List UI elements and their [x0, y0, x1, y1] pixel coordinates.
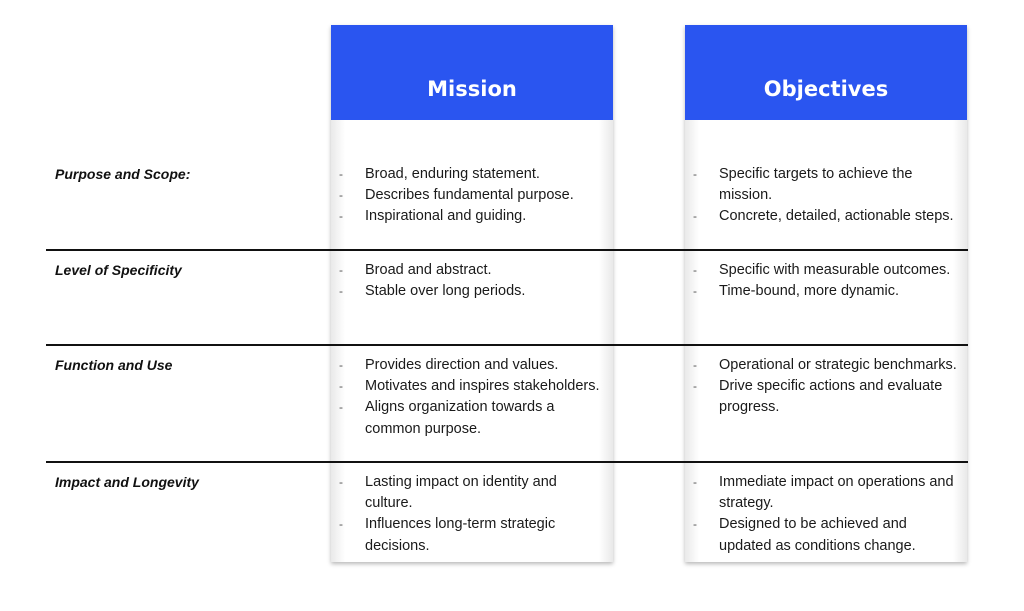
row-divider [46, 249, 968, 251]
objectives-function-list: Operational or strategic benchmarks. Dri… [685, 355, 959, 419]
list-item: Time-bound, more dynamic. [685, 281, 959, 302]
list-item: Concrete, detailed, actionable steps. [685, 206, 959, 227]
row-divider [46, 461, 968, 463]
list-item: Inspirational and guiding. [331, 206, 601, 227]
list-item: Influences long-term strategic decisions… [331, 514, 601, 556]
mission-specificity-list: Broad and abstract. Stable over long per… [331, 260, 601, 303]
list-item: Stable over long periods. [331, 281, 601, 302]
list-item: Lasting impact on identity and culture. [331, 472, 601, 514]
list-item: Specific targets to achieve the mission. [685, 164, 959, 206]
row-label-function-use: Function and Use [55, 357, 173, 373]
row-divider [46, 344, 968, 346]
list-item: Broad and abstract. [331, 260, 601, 281]
row-label-impact-longevity: Impact and Longevity [55, 474, 199, 490]
objectives-purpose-list: Specific targets to achieve the mission.… [685, 164, 959, 228]
objectives-impact-list: Immediate impact on operations and strat… [685, 472, 959, 557]
list-item: Drive specific actions and evaluate prog… [685, 376, 959, 418]
list-item: Broad, enduring statement. [331, 164, 601, 185]
list-item: Operational or strategic benchmarks. [685, 355, 959, 376]
mission-header: Mission [331, 25, 613, 120]
list-item: Describes fundamental purpose. [331, 185, 601, 206]
objectives-header: Objectives [685, 25, 967, 120]
mission-impact-list: Lasting impact on identity and culture. … [331, 472, 601, 557]
mission-function-list: Provides direction and values. Motivates… [331, 355, 601, 440]
row-label-purpose-scope: Purpose and Scope: [55, 166, 191, 182]
mission-purpose-list: Broad, enduring statement. Describes fun… [331, 164, 601, 228]
list-item: Motivates and inspires stakeholders. [331, 376, 601, 397]
objectives-specificity-list: Specific with measurable outcomes. Time-… [685, 260, 959, 303]
list-item: Immediate impact on operations and strat… [685, 472, 959, 514]
list-item: Specific with measurable outcomes. [685, 260, 959, 281]
row-label-specificity: Level of Specificity [55, 262, 182, 278]
list-item: Designed to be achieved and updated as c… [685, 514, 959, 556]
list-item: Aligns organization towards a common pur… [331, 397, 601, 439]
list-item: Provides direction and values. [331, 355, 601, 376]
